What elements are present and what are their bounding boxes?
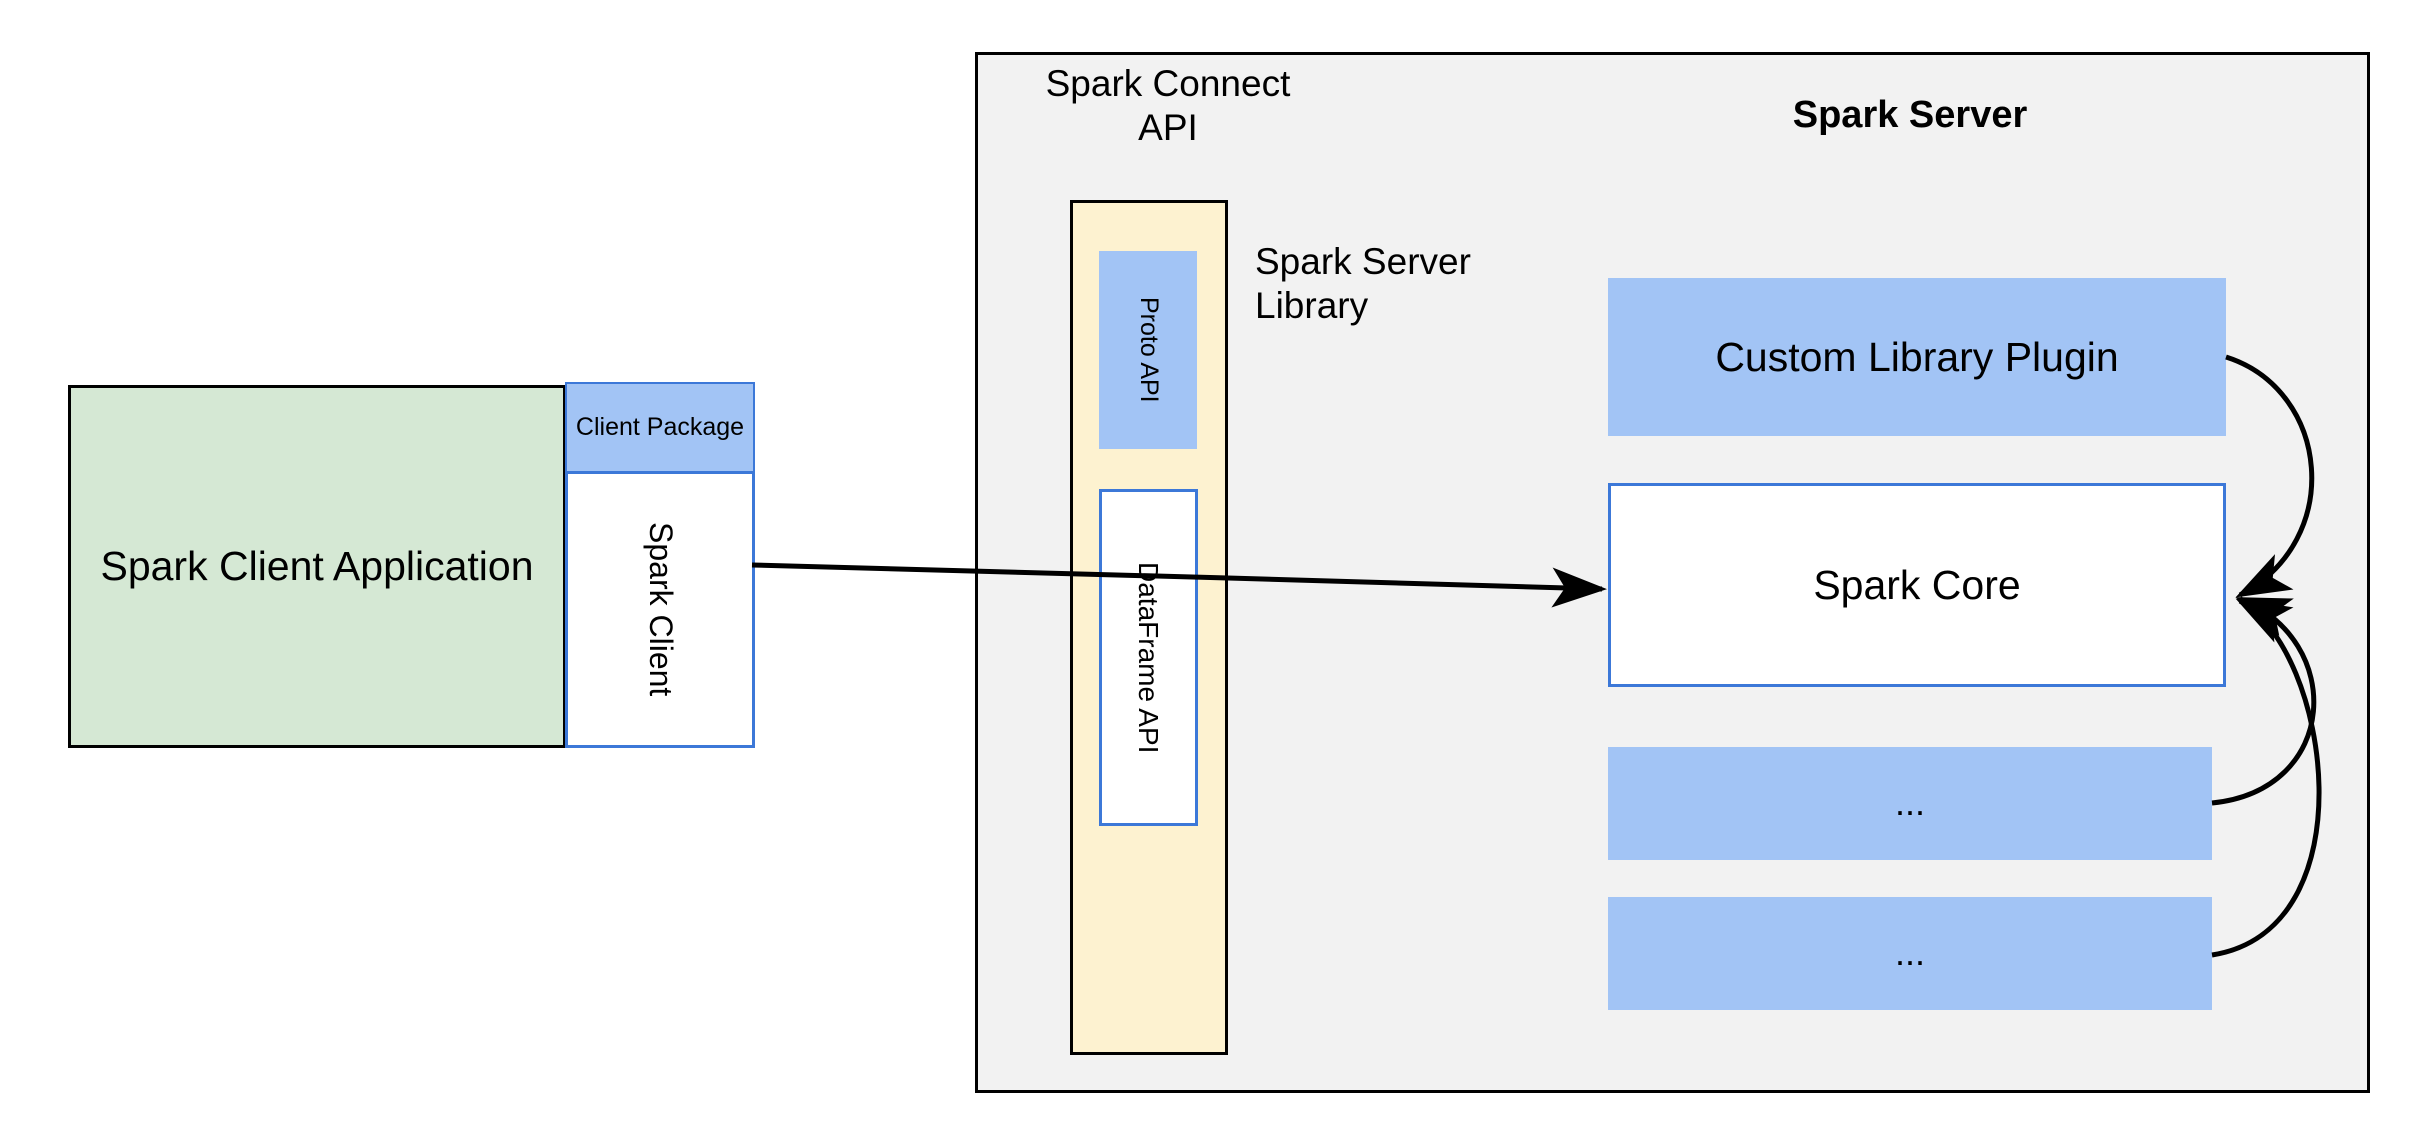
proto-api-box[interactable]: Proto API (1099, 251, 1197, 449)
spark-core-box[interactable]: Spark Core (1608, 483, 2226, 687)
spark-client-application-box[interactable]: Spark Client Application (68, 385, 566, 748)
spark-client-label: Spark Client (642, 522, 679, 697)
proto-api-label: Proto API (1134, 297, 1163, 403)
client-package-box[interactable]: Client Package (565, 382, 755, 473)
spark-server-library-label: Spark Server Library (1255, 241, 1471, 326)
server-component-ellipsis-1[interactable]: ... (1608, 747, 2212, 860)
server-component-ellipsis-2[interactable]: ... (1608, 897, 2212, 1010)
dataframe-api-label: DataFrame API (1133, 561, 1165, 754)
dataframe-api-box[interactable]: DataFrame API (1099, 489, 1198, 826)
spark-connect-api-label: Spark Connect API (1045, 63, 1291, 148)
custom-library-plugin-box[interactable]: Custom Library Plugin (1608, 278, 2226, 436)
spark-client-box[interactable]: Spark Client (565, 471, 755, 748)
spark-server-title: Spark Server (1792, 93, 2028, 136)
